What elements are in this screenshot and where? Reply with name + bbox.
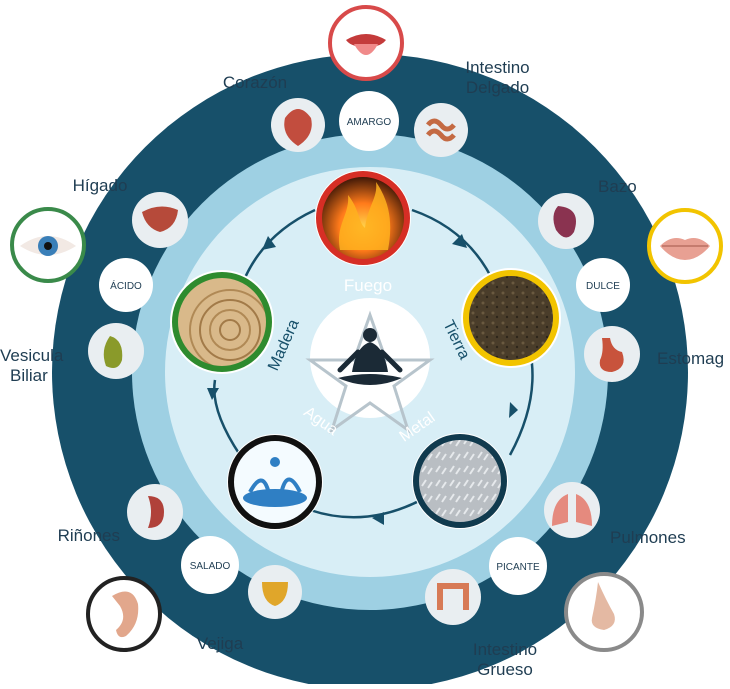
fire-element: [315, 170, 411, 266]
taste-sour: ÁCIDO: [99, 258, 153, 312]
arrowheads: [207, 234, 518, 525]
kidneys-organ-icon: [127, 484, 183, 540]
label-large-intestine: Intestino Grueso: [472, 640, 538, 679]
label-liver: Hígado: [72, 176, 128, 195]
svg-text:PICANTE: PICANTE: [496, 562, 540, 573]
label-stomach: Estomag: [657, 349, 725, 368]
small-intestine-organ-icon: [414, 103, 468, 157]
label-kidneys: Riñones: [57, 526, 120, 545]
heart-organ-icon: [271, 98, 325, 152]
meditation-pentagram-icon: [305, 310, 435, 434]
eye-icon: [10, 207, 86, 283]
metal-element: [412, 433, 508, 529]
label-spleen: Bazo: [598, 177, 637, 196]
bladder-organ-icon: [248, 565, 302, 619]
spleen-organ-icon: [538, 193, 594, 249]
nose-icon: [564, 572, 644, 652]
svg-text:AMARGO: AMARGO: [347, 117, 392, 128]
earth-element: [461, 268, 561, 368]
taste-bitter: AMARGO: [339, 91, 399, 151]
svg-text:ÁCIDO: ÁCIDO: [110, 279, 142, 292]
label-bladder: Vejiga: [196, 634, 244, 653]
stomach-organ-icon: [584, 326, 640, 382]
taste-sweet: DULCE: [576, 258, 630, 312]
taste-salty: SALADO: [181, 536, 239, 594]
label-heart: Corazón: [222, 73, 288, 92]
gallbladder-organ-icon: [88, 323, 144, 379]
wood-element: [170, 270, 274, 374]
label-fire: Fuego: [344, 276, 392, 295]
label-lungs: Pulmones: [610, 528, 686, 547]
taste-spicy: PICANTE: [489, 537, 547, 595]
large-intestine-organ-icon: [425, 569, 481, 625]
tongue-icon: [328, 5, 404, 81]
lips-icon: [647, 208, 723, 284]
ear-icon: [86, 576, 162, 652]
liver-organ-icon: [132, 192, 188, 248]
svg-text:SALADO: SALADO: [190, 561, 231, 572]
label-small-intestine: Intestino Delgado: [465, 58, 530, 97]
svg-text:DULCE: DULCE: [586, 281, 620, 292]
label-gallbladder: Vesicula Biliar: [0, 346, 64, 385]
lungs-organ-icon: [544, 482, 600, 538]
water-element: [227, 434, 323, 530]
